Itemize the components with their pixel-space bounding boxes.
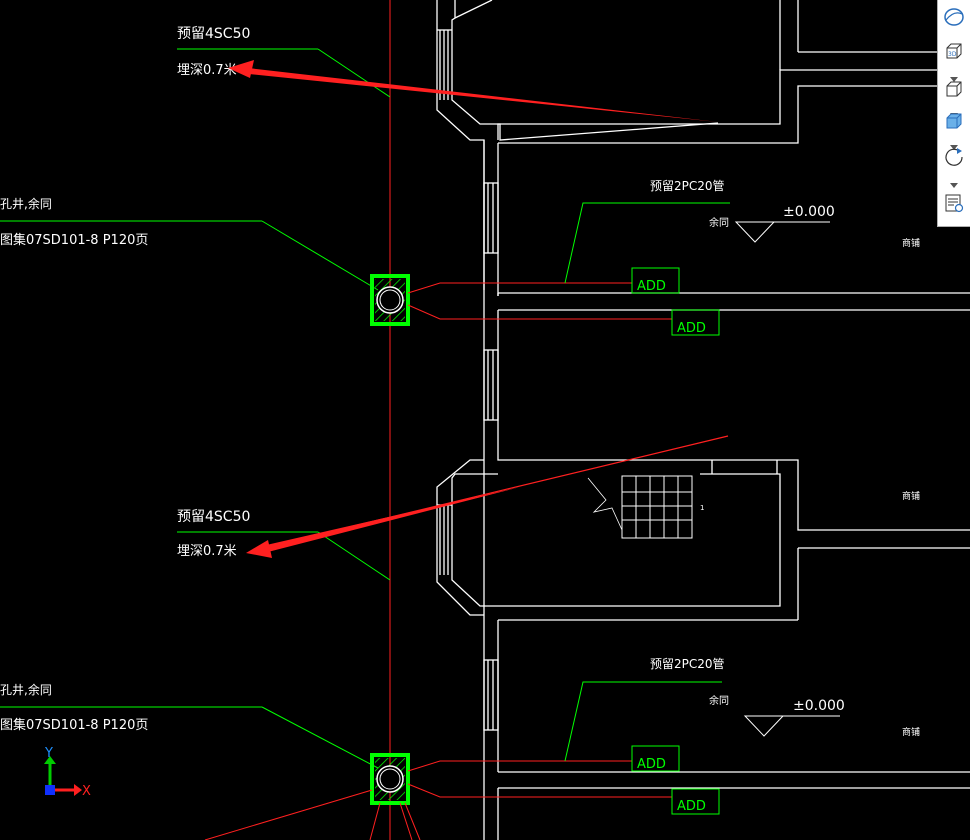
add-label: ADD bbox=[637, 279, 666, 294]
same-rest-label: 余同 bbox=[709, 694, 729, 707]
3d-view-label: 3D bbox=[948, 51, 957, 58]
add-box[interactable] bbox=[631, 745, 680, 772]
handhole-box[interactable] bbox=[370, 753, 410, 805]
add-box[interactable] bbox=[631, 267, 680, 294]
layer-properties-icon[interactable] bbox=[941, 190, 967, 216]
elevation-marker: ±0.000 bbox=[734, 204, 835, 243]
handhole-box[interactable] bbox=[370, 274, 410, 326]
rotate-icon[interactable] bbox=[941, 144, 967, 170]
upper-annotation-group: 预留4SC50 埋深0.7米 孔井,余同 图集07SD101-8 P120页 A… bbox=[0, 26, 920, 336]
y-axis-label: Y bbox=[44, 746, 53, 761]
ucs-icon: Y X bbox=[44, 746, 91, 799]
chevron-down-icon[interactable] bbox=[950, 174, 958, 188]
add-label: ADD bbox=[677, 321, 706, 336]
lower-annotation-group: 孔井,余同 图集07SD101-8 P120页 ADD ADD 预留2PC20管… bbox=[0, 656, 920, 840]
atlas-ref-label: 图集07SD101-8 P120页 bbox=[0, 717, 148, 733]
stair: 1 bbox=[587, 475, 704, 539]
shop-label: 商铺 bbox=[902, 490, 920, 502]
reserve-2pc20-label: 预留2PC20管 bbox=[650, 178, 725, 193]
handhole-label: 孔井,余同 bbox=[0, 196, 52, 211]
elevation-label: ±0.000 bbox=[793, 698, 845, 714]
atlas-ref-label: 图集07SD101-8 P120页 bbox=[0, 232, 148, 248]
middle-annotation-group: 预留4SC50 埋深0.7米 商铺 bbox=[177, 435, 920, 581]
add-box[interactable] bbox=[671, 309, 720, 336]
add-box[interactable] bbox=[671, 788, 720, 815]
orbit-icon[interactable] bbox=[941, 4, 967, 30]
chevron-down-icon[interactable] bbox=[950, 68, 958, 82]
shaded-cube-icon[interactable] bbox=[941, 108, 967, 134]
annotation-arrow bbox=[246, 435, 729, 558]
reserve-4sc50-label: 预留4SC50 bbox=[177, 509, 250, 525]
bury-depth-label: 埋深0.7米 bbox=[177, 544, 237, 559]
bury-depth-label: 埋深0.7米 bbox=[177, 63, 237, 78]
shop-label: 商铺 bbox=[902, 237, 920, 249]
x-axis-label: X bbox=[82, 784, 91, 799]
elevation-label: ±0.000 bbox=[783, 204, 835, 220]
add-label: ADD bbox=[637, 757, 666, 772]
building-walls bbox=[436, 0, 970, 840]
stair-mark: 1 bbox=[700, 504, 704, 512]
navigation-toolbar: 3D bbox=[937, 0, 970, 227]
add-label: ADD bbox=[677, 799, 706, 814]
annotation-arrow bbox=[228, 60, 718, 122]
handhole-label: 孔井,余同 bbox=[0, 682, 52, 697]
shop-label: 商铺 bbox=[902, 726, 920, 738]
elevation-marker: ±0.000 bbox=[743, 698, 845, 737]
same-rest-label: 余同 bbox=[709, 216, 729, 229]
chevron-down-icon[interactable] bbox=[950, 136, 958, 150]
reserve-4sc50-label: 预留4SC50 bbox=[177, 26, 250, 42]
reserve-2pc20-label: 预留2PC20管 bbox=[650, 656, 725, 671]
wireframe-cube-icon[interactable] bbox=[941, 76, 967, 102]
3d-view-icon[interactable]: 3D bbox=[941, 38, 967, 64]
